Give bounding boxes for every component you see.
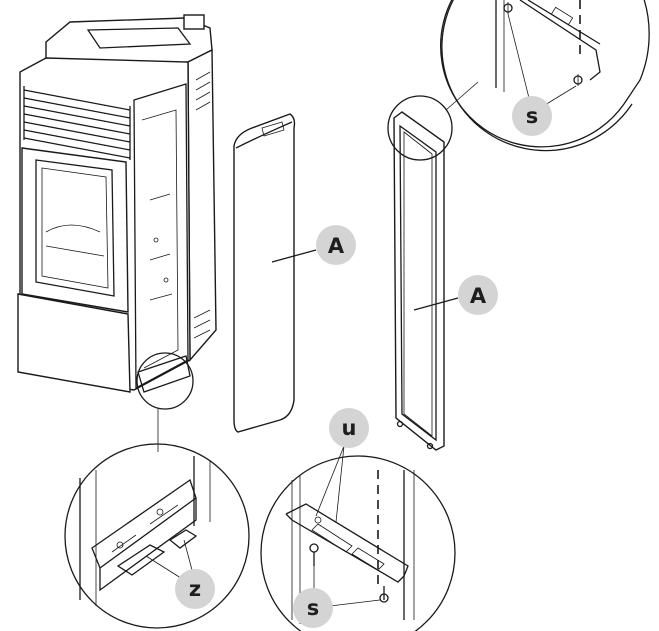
- stove-door: [21, 147, 129, 313]
- label-a-right: A: [458, 275, 498, 315]
- screw-top-1: [503, 2, 513, 14]
- label-s-top-text: s: [526, 104, 539, 128]
- side-frame-right: [393, 111, 459, 451]
- detail-marker-z: [136, 352, 194, 410]
- detail-top-right: [440, 0, 650, 152]
- leader-a-right: [413, 297, 459, 311]
- louvre-grille: [23, 86, 131, 160]
- label-z: z: [175, 569, 215, 609]
- screw-bottom-2: [379, 586, 389, 603]
- label-u-text: u: [342, 416, 357, 440]
- label-s-bottom-text: s: [307, 596, 320, 620]
- label-s-top: s: [512, 96, 552, 136]
- leader-a-left: [271, 249, 317, 263]
- stove-lower-panel: [17, 293, 131, 393]
- screw-bottom-1: [309, 543, 319, 566]
- label-a-left: A: [316, 225, 356, 265]
- side-panel-left: [233, 113, 317, 433]
- label-s-bottom: s: [293, 588, 333, 628]
- detail-marker-s: [387, 95, 453, 161]
- label-a-right-text: A: [470, 284, 487, 308]
- detail-bottom-right: [260, 445, 456, 631]
- label-u: u: [329, 408, 369, 448]
- screw-top-2: [573, 74, 583, 86]
- detail-bottom-left: [64, 443, 250, 629]
- label-a-left-text: A: [328, 234, 345, 258]
- label-z-text: z: [189, 577, 201, 601]
- stove-body: [17, 14, 217, 393]
